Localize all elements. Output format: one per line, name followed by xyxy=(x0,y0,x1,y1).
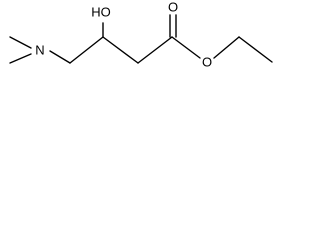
bond-c4-oester xyxy=(171,36,201,59)
bond-c2-c3 xyxy=(102,36,139,64)
structure-canvas: N HO O O xyxy=(0,0,284,78)
ester-oxygen-label: O xyxy=(202,54,212,69)
hydroxyl-label: HO xyxy=(91,4,111,19)
bond-ch2-ch3 xyxy=(238,36,273,63)
molecule-diagram: N HO O O xyxy=(9,0,273,69)
carbonyl-oxygen-label: O xyxy=(168,0,178,14)
bond-oester-ch2 xyxy=(213,36,240,59)
bond-methyl2-n xyxy=(9,53,32,64)
bonds xyxy=(9,14,273,64)
bond-c3-c4 xyxy=(137,36,173,64)
nitrogen-label: N xyxy=(35,42,44,57)
bond-methyl1-n xyxy=(9,36,32,49)
bond-c1-c2 xyxy=(69,36,104,64)
bond-n-c1 xyxy=(49,50,71,64)
